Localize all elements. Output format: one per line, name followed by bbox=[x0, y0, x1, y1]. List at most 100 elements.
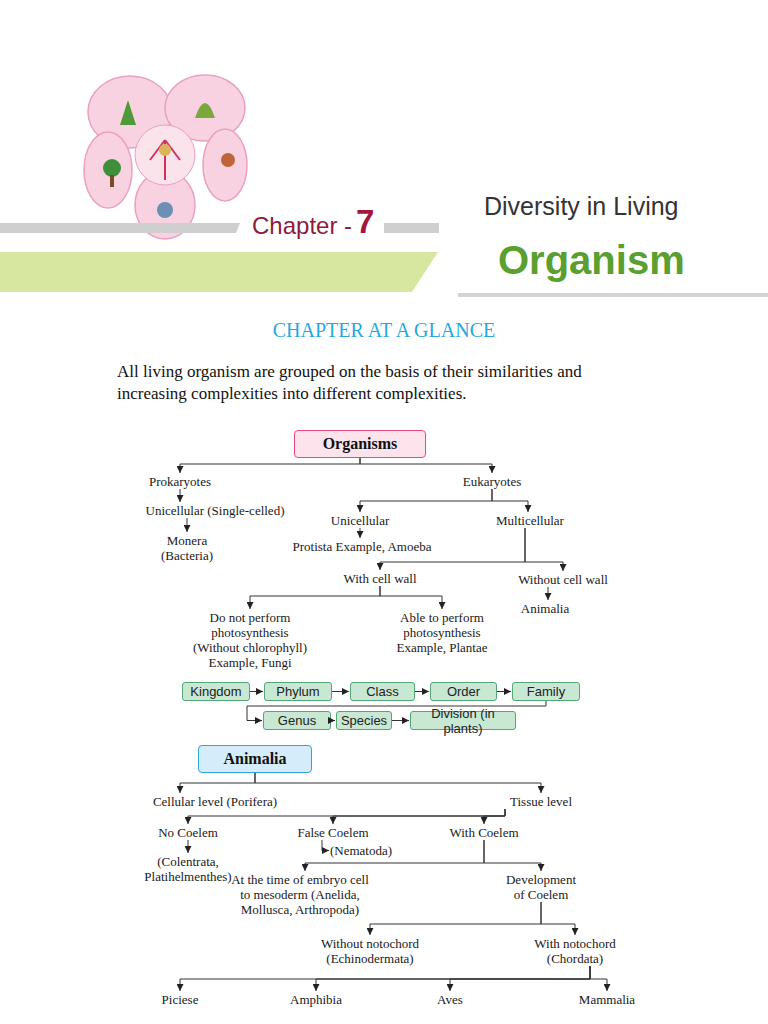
node-text: Family bbox=[527, 684, 565, 699]
node-text: Genus bbox=[278, 713, 316, 728]
pink-lobe bbox=[84, 132, 132, 208]
connector-arrow bbox=[187, 518, 188, 532]
category-text: With Coelem bbox=[439, 825, 529, 840]
category-box: Phylum bbox=[264, 682, 332, 701]
connector-arrow bbox=[548, 587, 549, 600]
connector-arrow bbox=[305, 840, 484, 871]
pink-lobe bbox=[203, 129, 247, 201]
node-text: Species bbox=[341, 713, 387, 728]
gray-band bbox=[384, 223, 439, 233]
category-text: Amphibia bbox=[276, 992, 356, 1007]
connector-arrow bbox=[250, 586, 380, 609]
node-text: With Coelem bbox=[439, 825, 529, 840]
node-text: (Colentrata, Platihelmenthes) bbox=[133, 854, 243, 884]
node-text: With notochord (Chordata) bbox=[525, 936, 625, 966]
category-text: Prokaryotes bbox=[130, 474, 230, 489]
category-text: Protista Example, Amoeba bbox=[262, 539, 462, 554]
category-text: Unicellular bbox=[315, 513, 405, 528]
section-heading: CHAPTER AT A GLANCE bbox=[0, 318, 768, 342]
connectors bbox=[180, 458, 607, 991]
connector-arrow bbox=[250, 691, 263, 692]
node-text: Monera (Bacteria) bbox=[152, 533, 222, 563]
node-text: Organisms bbox=[323, 435, 398, 453]
category-box: Order bbox=[430, 682, 497, 701]
connector-arrow bbox=[188, 840, 189, 853]
node-text: Class bbox=[366, 684, 399, 699]
connector-arrow bbox=[525, 528, 563, 571]
connector-arrow bbox=[590, 966, 607, 991]
node-text: Without cell wall bbox=[503, 572, 623, 587]
category-text: Mammalia bbox=[567, 992, 647, 1007]
connector-arrow bbox=[180, 458, 360, 473]
node-text: Able to perform photosynthesis Example, … bbox=[387, 610, 497, 655]
node-text: Aves bbox=[410, 992, 490, 1007]
category-box: Organisms bbox=[294, 430, 426, 458]
connector-arrow bbox=[380, 586, 442, 609]
chapter-number: 7 bbox=[356, 205, 374, 238]
node-text: Development of Coelem bbox=[501, 872, 581, 902]
category-box: Genus bbox=[263, 711, 331, 730]
node-text: No Coelem bbox=[148, 825, 228, 840]
tree-icon bbox=[103, 159, 121, 177]
chapter-title: Organism bbox=[498, 238, 685, 282]
center-icon bbox=[159, 144, 171, 156]
plant-icon bbox=[120, 100, 136, 125]
category-text: Aves bbox=[410, 992, 490, 1007]
category-text: Cellular level (Porifera) bbox=[135, 794, 295, 809]
category-text: (Nematoda) bbox=[330, 843, 400, 858]
connector-arrow bbox=[370, 902, 541, 935]
category-text: Development of Coelem bbox=[501, 872, 581, 902]
connector-arrow bbox=[415, 691, 429, 692]
connector-arrow bbox=[316, 966, 590, 991]
node-text: With cell wall bbox=[325, 571, 435, 586]
plant-icon bbox=[195, 103, 215, 118]
category-text: At the time of embryo cell to mesoderm (… bbox=[225, 872, 375, 917]
category-text: With notochord (Chordata) bbox=[525, 936, 625, 966]
tree-trunk bbox=[110, 175, 114, 187]
node-text: Do not perform photosynthesis (Without c… bbox=[188, 610, 313, 670]
category-text: False Coelem bbox=[288, 825, 378, 840]
connector-arrow bbox=[541, 902, 575, 935]
category-box: Division (in plants) bbox=[410, 711, 516, 730]
connector-arrow bbox=[484, 840, 541, 871]
connector-arrow bbox=[333, 809, 505, 824]
category-text: Animalia bbox=[505, 601, 585, 616]
category-box: Animalia bbox=[198, 745, 312, 773]
connector-arrow bbox=[360, 528, 361, 538]
chapter-illustration bbox=[84, 75, 247, 239]
category-box: Kingdom bbox=[182, 682, 250, 701]
connector-arrow bbox=[331, 720, 335, 721]
category-box: Species bbox=[336, 711, 392, 730]
connector-arrow bbox=[180, 773, 255, 793]
connector-arrow bbox=[380, 528, 525, 570]
connector-arrow bbox=[332, 691, 349, 692]
gray-band bbox=[0, 223, 240, 233]
node-text: Protista Example, Amoeba bbox=[262, 539, 462, 554]
animal-icon bbox=[157, 202, 173, 218]
category-text: Piciese bbox=[140, 992, 220, 1007]
connector-arrow bbox=[497, 691, 511, 692]
pink-center bbox=[135, 125, 195, 185]
node-text: Prokaryotes bbox=[130, 474, 230, 489]
category-text: Multicellular bbox=[480, 513, 580, 528]
category-text: Eukaryotes bbox=[442, 474, 542, 489]
category-text: Do not perform photosynthesis (Without c… bbox=[188, 610, 313, 670]
category-text: Unicellular (Single-celled) bbox=[135, 503, 295, 518]
connector-arrow bbox=[360, 458, 492, 473]
connector-arrow bbox=[180, 966, 590, 991]
node-text: Division (in plants) bbox=[411, 706, 515, 736]
node-text: Kingdom bbox=[190, 684, 241, 699]
node-text: At the time of embryo cell to mesoderm (… bbox=[225, 872, 375, 917]
category-text: Without notochord (Echinodermata) bbox=[310, 936, 430, 966]
chapter-title: Diversity in Living bbox=[484, 191, 679, 221]
node-text: Eukaryotes bbox=[442, 474, 542, 489]
category-text: With cell wall bbox=[325, 571, 435, 586]
node-text: Without notochord (Echinodermata) bbox=[310, 936, 430, 966]
connector-arrow bbox=[360, 489, 492, 512]
node-text: Animalia bbox=[505, 601, 585, 616]
node-text: Multicellular bbox=[480, 513, 580, 528]
category-box: Class bbox=[350, 682, 415, 701]
